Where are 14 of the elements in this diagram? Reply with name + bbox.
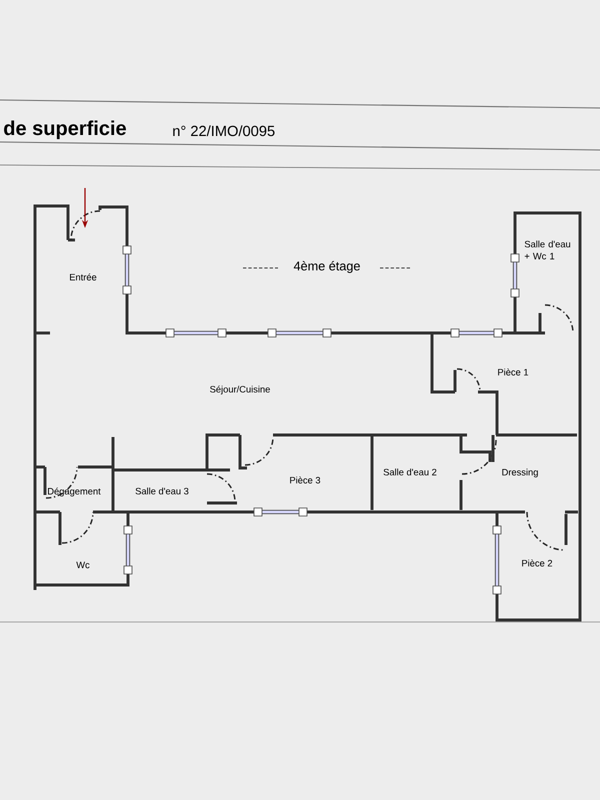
room-label: Salle d'eau 3	[136, 488, 188, 494]
room-label: Pièce 2	[522, 560, 552, 566]
room-label: Dégagement	[48, 488, 101, 496]
floor-title: 4ème étage	[242, 261, 412, 273]
room-label: Pièce 1	[498, 368, 528, 376]
room-label: Pièce 3	[290, 476, 320, 484]
room-label: Dressing	[502, 468, 538, 478]
room-label: Wc	[76, 562, 90, 568]
reference-number: n° 22/IMO/0095	[173, 125, 275, 136]
room-label: Salle d'eau 2	[384, 468, 436, 476]
room-label: Salle d'eau + Wc 1	[524, 240, 570, 260]
room-label: Séjour/Cuisine	[210, 386, 270, 394]
room-label: Entrée	[70, 274, 96, 280]
heading: de superficie	[4, 120, 126, 140]
